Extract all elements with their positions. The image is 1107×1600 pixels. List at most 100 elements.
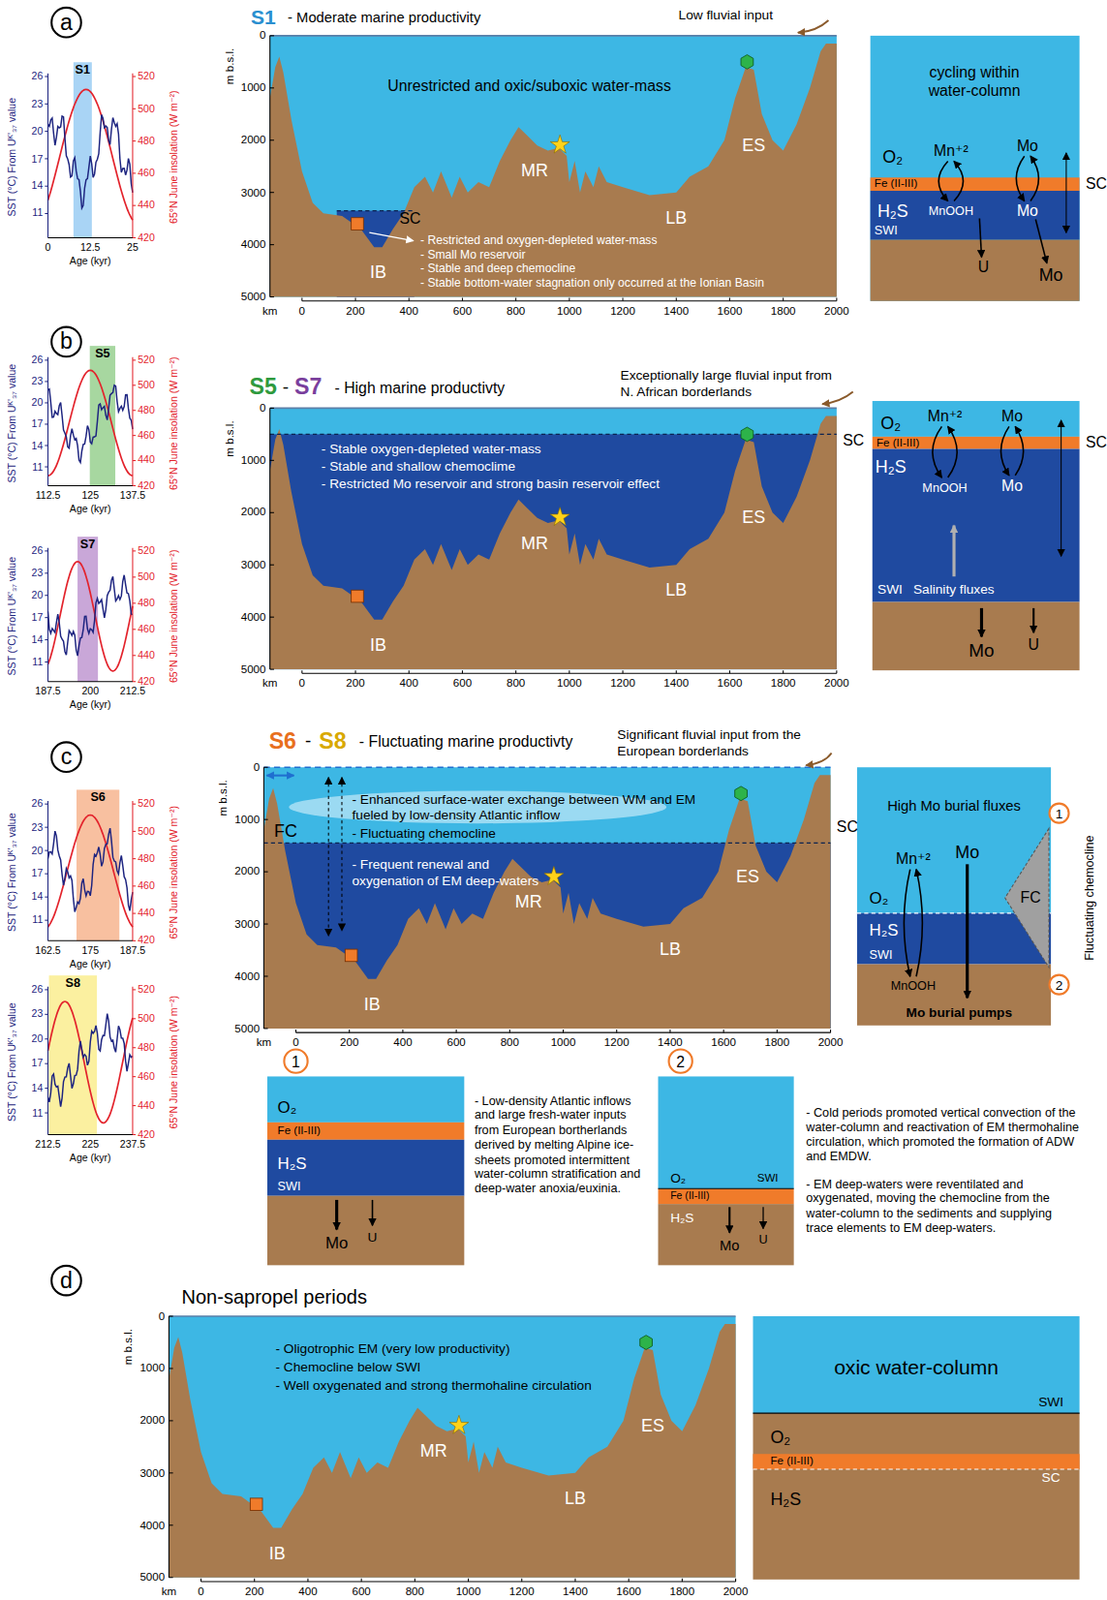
tick-label: 800: [506, 304, 525, 318]
tick-label: 1400: [663, 676, 689, 691]
tick-label: 0: [299, 676, 306, 691]
species-label: Fe (II-III): [874, 177, 918, 191]
arrow-line: [371, 1199, 374, 1226]
core-site-star: [544, 866, 564, 886]
species-label: O₂: [670, 1170, 686, 1187]
axis-title: 65°N June insolation (W m⁻²): [168, 805, 182, 939]
tick: [132, 1046, 136, 1048]
axis-line: [168, 1316, 170, 1578]
tick-label: 200: [345, 676, 365, 691]
tick-label: 520: [137, 354, 155, 368]
tick-label: 1000: [556, 676, 583, 691]
sediment: [872, 602, 1080, 672]
tick: [729, 670, 731, 674]
tick: [270, 616, 275, 618]
axis-title: km: [256, 1036, 272, 1050]
axis-line: [269, 35, 271, 298]
tick-label: 3000: [241, 557, 267, 572]
curved-arrow: [1030, 155, 1039, 201]
tick-label: 500: [137, 825, 155, 838]
tick-label: 500: [137, 571, 155, 585]
tick: [270, 34, 275, 36]
water-column: [752, 1316, 1079, 1414]
axis-line: [131, 800, 133, 941]
interface-label: SWI: [1038, 1393, 1064, 1410]
bullet-note: - Stable and shallow chemoclime: [321, 458, 516, 474]
tick-label: 600: [446, 1036, 465, 1050]
tick: [782, 670, 784, 674]
tick: [44, 616, 48, 618]
tick-label: 20: [31, 844, 44, 858]
tick-label: 440: [137, 648, 155, 662]
tick-label: 14: [31, 633, 44, 646]
note: - Low-density Atlantic inflows and large…: [474, 1093, 648, 1197]
tick-label: 25: [126, 242, 139, 255]
tick: [132, 485, 136, 487]
insolation-curve: [48, 561, 133, 672]
tick: [270, 407, 275, 409]
tick: [263, 1027, 268, 1029]
tick-label: 1000: [551, 1036, 577, 1050]
sediment: [752, 1413, 1079, 1580]
tick: [44, 827, 48, 829]
species-label: Fe (II-III): [769, 1454, 813, 1469]
chemocline-label: FC: [1020, 889, 1042, 908]
tick-label: 4000: [139, 1518, 165, 1533]
basin-label: LB: [564, 1488, 586, 1509]
tick-label: 500: [137, 1012, 155, 1025]
axis-title: 65°N June insolation (W m⁻²): [168, 550, 182, 683]
arrow-line: [980, 608, 984, 637]
tick: [776, 1029, 778, 1033]
sapropel-label: S7: [294, 373, 322, 401]
tick: [132, 359, 136, 361]
tick-label: 200: [81, 685, 99, 699]
tick: [270, 460, 275, 462]
sea-surface: [270, 407, 837, 410]
euxinic-layer: [267, 1139, 464, 1197]
tick: [44, 466, 48, 468]
curved-arrow: [932, 426, 942, 478]
tick: [44, 130, 48, 132]
tick: [132, 628, 136, 630]
tick: [270, 87, 275, 89]
tick-label: 23: [31, 821, 44, 834]
axis-title: SST (°C) From Uᴷ'₃₇ value: [5, 97, 19, 217]
core-site-hexagon: [735, 786, 748, 801]
tick-label: 2000: [824, 304, 850, 318]
sediment: [870, 240, 1080, 302]
basin-label: ES: [741, 134, 766, 155]
core-site-hexagon: [740, 427, 754, 442]
interface-label: SWI: [277, 1179, 302, 1195]
tick-label: 0: [292, 1036, 299, 1050]
tick-label: 0: [299, 304, 306, 318]
tick: [568, 670, 570, 674]
arrow-line: [1065, 153, 1067, 233]
chemocline-label: SC: [1085, 174, 1107, 193]
axis-title: Age (kyr): [69, 957, 112, 971]
tick-label: 1200: [604, 1036, 630, 1050]
circle-shape: [51, 741, 82, 772]
core-site-star: [449, 1414, 469, 1434]
sst-curve: [48, 575, 133, 656]
tick-label: 26: [31, 545, 44, 558]
tick: [44, 444, 48, 446]
species-label: MnOOH: [891, 978, 936, 993]
tick-label: 26: [31, 798, 44, 811]
tick-label: 20: [31, 124, 44, 138]
interface-line: [658, 1188, 795, 1190]
tick: [132, 1076, 136, 1077]
curved-arrow: [953, 160, 963, 201]
tick-label: 600: [453, 676, 472, 691]
tick-label: 1400: [657, 1036, 683, 1050]
tick-label: 480: [137, 852, 155, 865]
sea-surface: [168, 1315, 736, 1318]
tick: [44, 380, 48, 382]
tick: [132, 913, 136, 915]
bullet-note: - Stable oxygen-depleted water-mass: [321, 440, 542, 457]
bullet-note: - Oligotrophic EM (very low productivity…: [275, 1341, 510, 1357]
tick: [168, 1524, 173, 1526]
tick: [295, 1029, 297, 1033]
tick-label: 20: [31, 1032, 44, 1046]
species-label: U: [758, 1231, 768, 1247]
tick: [515, 298, 517, 302]
